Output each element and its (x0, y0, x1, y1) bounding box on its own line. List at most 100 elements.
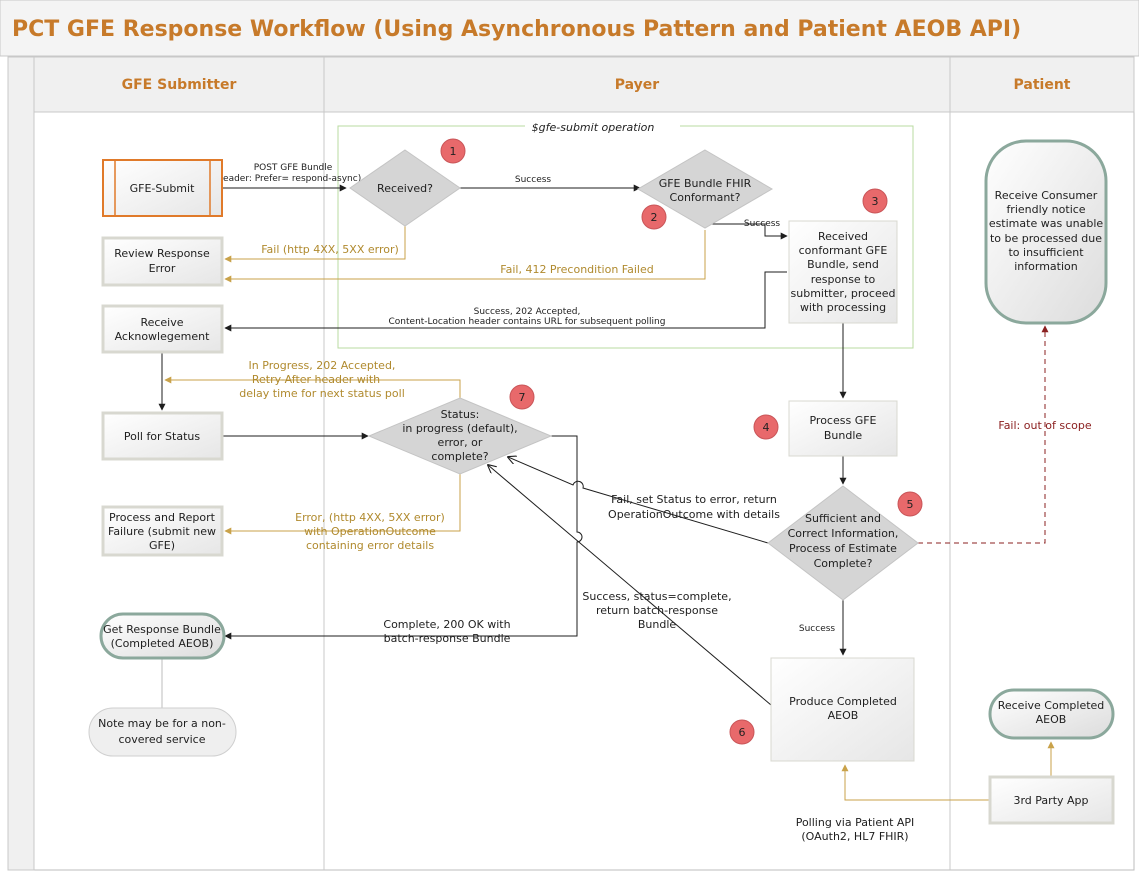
svg-text:Receive Completed: Receive Completed (998, 699, 1105, 712)
svg-text:3: 3 (872, 195, 879, 208)
svg-text:Conformant?: Conformant? (670, 191, 741, 204)
lane-header-submitter: GFE Submitter (122, 77, 237, 93)
label-error-outcome-1: Error, (http 4XX, 5XX error) (295, 511, 445, 524)
svg-text:2: 2 (651, 211, 658, 224)
svg-text:4: 4 (763, 421, 770, 434)
svg-text:information: information (1014, 260, 1078, 273)
svg-text:with processing: with processing (800, 301, 886, 314)
node-process-gfe: Process GFE Bundle (788, 400, 898, 457)
label-complete-200-2: batch-response Bundle (384, 632, 511, 645)
edge-in-progress (164, 376, 461, 398)
svg-text:Complete?: Complete? (814, 557, 873, 570)
badge-7: 7 (509, 384, 535, 410)
svg-text:to be processed due: to be processed due (990, 232, 1102, 245)
node-process-failure: Process and Report Failure (submit new G… (101, 505, 224, 557)
label-success-3: Success (799, 624, 836, 634)
svg-text:Process of Estimate: Process of Estimate (789, 542, 897, 555)
svg-text:Received: Received (818, 230, 868, 243)
edge-polling (841, 764, 990, 801)
svg-text:in progress (default),: in progress (default), (402, 422, 517, 435)
label-fail-set-status-2: OperationOutcome with details (608, 508, 780, 521)
node-poll-status: Poll for Status (101, 411, 224, 461)
badge-3: 3 (862, 188, 888, 214)
label-fail-set-status-1: Fail, set Status to error, return (611, 493, 777, 506)
edge-fail-4xx (224, 224, 406, 263)
label-success-202-2: Content-Location header contains URL for… (389, 317, 666, 327)
svg-text:complete?: complete? (431, 450, 488, 463)
svg-text:Received?: Received? (377, 182, 433, 195)
svg-text:Note may be for a non-: Note may be for a non- (98, 717, 226, 730)
page-title: PCT GFE Response Workflow (Using Asynchr… (12, 17, 1021, 42)
svg-text:friendly notice: friendly notice (1006, 203, 1085, 216)
label-fail-412: Fail, 412 Precondition Failed (500, 263, 653, 276)
svg-text:(Completed AEOB): (Completed AEOB) (111, 637, 214, 650)
label-error-outcome-3: containing error details (306, 539, 434, 552)
svg-text:3rd Party App: 3rd Party App (1013, 794, 1088, 807)
badge-5: 5 (897, 491, 923, 517)
label-in-progress-2: Retry-After header with (252, 373, 380, 386)
svg-text:submitter, proceed: submitter, proceed (791, 287, 896, 300)
label-polling-1: Polling via Patient API (796, 816, 915, 829)
node-status-decision: Status: in progress (default), error, or… (367, 397, 553, 475)
edge-success-complete (488, 465, 772, 706)
svg-text:AEOB: AEOB (1036, 713, 1067, 726)
node-receive-ack: Receive Acknowlegement (101, 304, 224, 354)
svg-text:GFE Bundle FHIR: GFE Bundle FHIR (659, 177, 752, 190)
node-received-conformant: Received conformant GFE Bundle, send res… (788, 220, 898, 324)
edge-success-202 (224, 271, 787, 332)
edge-fail-scope (918, 325, 1049, 544)
svg-text:Status:: Status: (441, 408, 480, 421)
svg-text:covered service: covered service (119, 733, 206, 746)
edge-labels: POST GFE Bundle (Header: Prefer= respond… (213, 163, 1092, 843)
label-in-progress-1: In Progress, 202 Accepted, (249, 359, 396, 372)
svg-text:Error: Error (149, 262, 176, 275)
node-third-party-app: 3rd Party App (988, 775, 1115, 825)
node-review-error: Review Response Error (101, 236, 224, 287)
svg-text:Get Response Bundle: Get Response Bundle (103, 623, 221, 636)
label-success-2: Success (744, 219, 781, 229)
label-post-bundle-2: (Header: Prefer= respond-async) (213, 174, 361, 184)
node-note: Note may be for a non- covered service (88, 707, 237, 757)
label-error-outcome-2: with OperationOutcome (304, 525, 436, 538)
gfe-submit-operation-frame: $gfe-submit operation (337, 120, 914, 349)
badge-4: 4 (753, 414, 779, 440)
label-success-1: Success (515, 175, 552, 185)
node-receive-aeob: Receive Completed AEOB (988, 688, 1115, 740)
svg-text:7: 7 (519, 391, 526, 404)
node-sufficient-decision: Sufficient and Correct Information, Proc… (767, 485, 919, 601)
svg-text:Process GFE: Process GFE (809, 414, 876, 427)
title-bar: PCT GFE Response Workflow (Using Asynchr… (0, 0, 1139, 57)
svg-text:to insufficient: to insufficient (1008, 246, 1084, 259)
svg-text:Failure (submit new: Failure (submit new (108, 525, 216, 538)
node-received-decision: Received? (349, 149, 461, 227)
svg-text:Receive Consumer: Receive Consumer (995, 189, 1098, 202)
svg-text:Bundle, send: Bundle, send (807, 258, 879, 271)
operation-label: $gfe-submit operation (532, 121, 655, 134)
svg-text:GFE): GFE) (149, 539, 175, 552)
svg-text:Process and Report: Process and Report (109, 511, 216, 524)
label-in-progress-3: delay time for next status poll (239, 387, 405, 400)
svg-text:Bundle: Bundle (824, 429, 863, 442)
node-get-response: Get Response Bundle (Completed AEOB) (99, 612, 226, 660)
edge-fail-412 (224, 230, 706, 283)
node-gfe-submit-label: GFE-Submit (130, 182, 195, 195)
svg-text:Receive: Receive (140, 316, 183, 329)
node-consumer-notice: Receive Consumer friendly notice estimat… (984, 139, 1108, 325)
edge-complete-200 (224, 435, 583, 640)
svg-text:1: 1 (450, 145, 457, 158)
svg-text:Correct Information,: Correct Information, (788, 527, 899, 540)
label-fail-4xx: Fail (http 4XX, 5XX error) (261, 243, 399, 256)
svg-text:conformant GFE: conformant GFE (799, 244, 888, 257)
label-success-complete-3: Bundle (638, 618, 677, 631)
label-success-complete-1: Success, status=complete, (582, 590, 731, 603)
svg-text:estimate was unable: estimate was unable (989, 217, 1104, 230)
badge-6: 6 (729, 719, 755, 745)
label-success-complete-2: return batch-response (596, 604, 718, 617)
node-gfe-submit: GFE-Submit (102, 159, 223, 217)
svg-text:AEOB: AEOB (828, 709, 859, 722)
svg-text:5: 5 (907, 498, 914, 511)
label-fail-scope: Fail: out of scope (998, 419, 1091, 432)
lane-header-payer: Payer (615, 77, 660, 93)
step-badges: 1 2 3 4 5 6 7 (440, 138, 923, 745)
